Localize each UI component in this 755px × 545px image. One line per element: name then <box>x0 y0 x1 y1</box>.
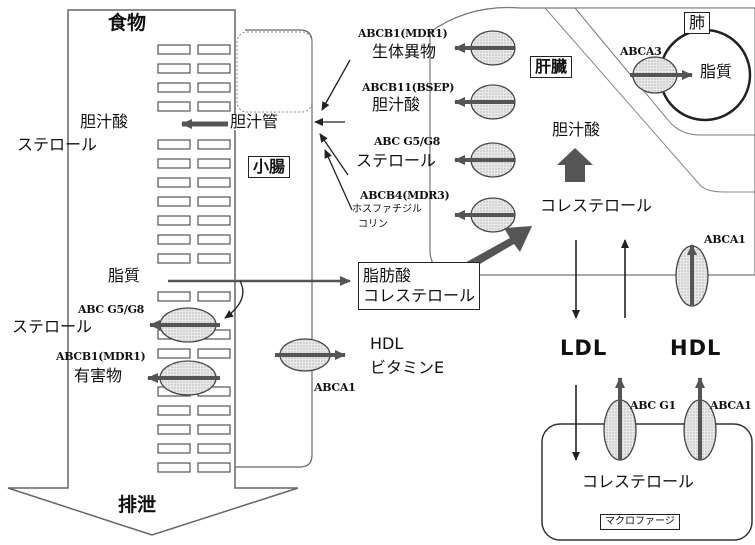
liver-label: 肝臓 <box>530 56 572 78</box>
villi-right <box>198 45 230 472</box>
abcb1-int-label: ABCB1(MDR1) <box>56 351 145 362</box>
bile-acid-out-label: 胆汁酸 <box>80 114 128 130</box>
bile-duct-wall <box>237 32 312 112</box>
bile-duct-arrows <box>315 60 352 210</box>
abca1-int-label: ABCA1 <box>314 382 355 393</box>
cholesterol-macro-label: コレステロール <box>582 474 694 490</box>
sterol-liver-label: ステロール <box>356 153 436 169</box>
choline-label: コリン <box>358 220 388 230</box>
lung-lipid-label: 脂質 <box>700 64 732 80</box>
fatty-acid-box: 脂肪酸 コレステロール <box>358 262 480 310</box>
cholesterol-box-label: コレステロール <box>363 286 475 306</box>
abca1-macro-label: ABCA1 <box>710 400 751 411</box>
vitamin-e-label: ビタミンE <box>370 360 444 376</box>
small-intestine-label: 小腸 <box>248 156 290 178</box>
lipid-intestine-label: 脂質 <box>108 268 140 284</box>
abcb1-liver-label: ABCB1(MDR1) <box>358 28 447 39</box>
small-intestine-wall <box>235 30 312 467</box>
phosphatidyl-label: ホスファチジル <box>352 205 422 215</box>
cholesterol-liver-label: コレステロール <box>540 198 652 214</box>
hdl-big-label: HDL <box>670 338 721 359</box>
hdl-small-label: HDL <box>370 336 403 352</box>
bile-acid-center-label: 胆汁酸 <box>552 122 600 138</box>
ldl-label: LDL <box>560 338 607 359</box>
sterol-out-label: ステロール <box>17 137 97 153</box>
bile-acid-liver-label: 胆汁酸 <box>372 97 420 113</box>
abcb11-label: ABCB11(BSEP) <box>362 82 454 93</box>
intestine-outline <box>8 10 298 535</box>
bile-duct-label: 胆汁管 <box>228 114 280 130</box>
sterol-intestine-label: ステロール <box>12 319 92 335</box>
abca3-label: ABCA3 <box>620 46 661 57</box>
macrophage-label: マクロファージ <box>600 514 680 530</box>
cholesterol-to-bile-arrow <box>557 148 593 182</box>
abca1-liver-label: ABCA1 <box>704 234 745 245</box>
abcg5g8-int-label: ABC G5/G8 <box>78 304 144 315</box>
abcb4-label: ABCB4(MDR3) <box>360 190 449 201</box>
excretion-label: 排泄 <box>118 496 156 515</box>
villi-left <box>158 45 190 472</box>
food-label: 食物 <box>108 14 146 33</box>
transporters <box>160 31 716 460</box>
abcg5g8-liver-label: ABC G5/G8 <box>374 136 440 147</box>
foreign-substance-label: 生体異物 <box>372 44 436 60</box>
fatty-acid-label: 脂肪酸 <box>363 266 475 286</box>
harmful-substance-label: 有害物 <box>74 368 122 384</box>
abcg1-label: ABC G1 <box>630 400 676 411</box>
lung-label: 肺 <box>684 12 710 34</box>
